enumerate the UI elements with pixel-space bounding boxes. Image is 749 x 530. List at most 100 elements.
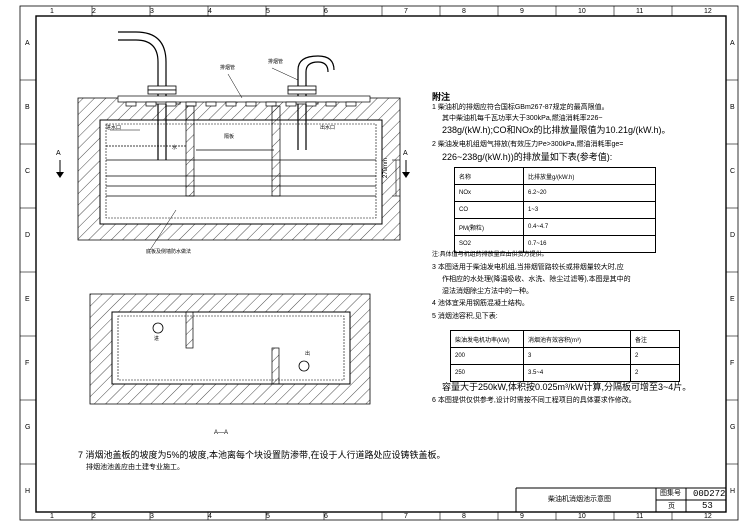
volume-table: 柴油发电机功率(kW) 消烟池有效容积(m³) 备注 200 3 2 250 3… xyxy=(450,330,680,382)
note-6: 6 本图提供仅供参考,设计时需按不同工程项目的具体要求作修改。 xyxy=(432,397,636,404)
emission-cell: CO xyxy=(454,201,524,219)
note-7b: 排烟池池盖应由土建专业施工。 xyxy=(86,464,184,471)
border-number-bottom-9: 9 xyxy=(520,513,524,520)
border-number-top-1: 2 xyxy=(92,8,96,15)
section-mark-left: A xyxy=(56,150,61,157)
border-letter-right-f: F xyxy=(730,360,735,367)
border-letter-right-c: C xyxy=(730,168,736,175)
label-inlet: 进水口 xyxy=(106,125,122,131)
emission-header-name: 名称 xyxy=(454,167,524,185)
note-3a: 3 本图适用于柴油发电机组,当排烟管路较长或排烟量较大时,应 xyxy=(432,264,624,271)
border-number-bottom-12: 12 xyxy=(704,513,712,520)
border-letter-right-d: D xyxy=(730,232,736,239)
emission-row: NOx 6.2~20 xyxy=(454,184,656,202)
emission-cell: NOx xyxy=(454,184,524,202)
volume-row: 250 3.5~4 2 xyxy=(450,364,680,382)
emission-row: SO2 0.7~16 xyxy=(454,235,656,253)
note-2a: 2 柴油发电机组烟气排放(有效压力Pe>300kPa,燃油消耗率ge= xyxy=(432,141,624,148)
label-water: 水 xyxy=(172,145,178,151)
border-letter-left-c: C xyxy=(25,168,31,175)
border-number-bottom-8: 8 xyxy=(462,513,466,520)
border-letter-right-e: E xyxy=(730,296,735,303)
outer-border xyxy=(19,5,739,521)
plan-label-in: 进 xyxy=(154,336,160,342)
page-value: 53 xyxy=(702,501,713,511)
border-letter-right-b: B xyxy=(730,104,735,111)
dimension-270: 270mm xyxy=(383,157,389,178)
border-number-top-8: 8 xyxy=(462,8,466,15)
border-number-top-12: 12 xyxy=(704,8,712,15)
label-pipe: 排烟管 xyxy=(220,65,236,71)
border-number-bottom-4: 4 xyxy=(208,513,212,520)
border-number-top-4: 5 xyxy=(266,8,270,15)
border-number-top-7: 7 xyxy=(404,8,408,15)
volume-cell: 2 xyxy=(630,364,680,382)
border-number-bottom-3: 3 xyxy=(150,513,154,520)
emission-table: 名称 比排放量g/(kW.h) NOx 6.2~20 CO 1~3 PM(颗粒)… xyxy=(454,167,656,253)
emission-cell: PM(颗粒) xyxy=(454,218,524,236)
border-number-top-3: 4 xyxy=(208,8,212,15)
border-letter-left-a: A xyxy=(25,40,30,47)
emission-cell: 1~3 xyxy=(523,201,656,219)
border-letter-left-d: D xyxy=(25,232,31,239)
emission-cell: 6.2~20 xyxy=(523,184,656,202)
emission-header-value: 比排放量g/(kW.h) xyxy=(523,167,656,185)
emission-cell: SO2 xyxy=(454,235,524,253)
emission-row: CO 1~3 xyxy=(454,201,656,219)
page-label: 页 xyxy=(668,503,675,510)
atlas-value: 00D272 xyxy=(693,489,726,499)
section-mark-right: A xyxy=(403,150,408,157)
volume-row: 200 3 2 xyxy=(450,347,680,365)
label-outlet: 出水口 xyxy=(320,125,336,131)
label-partition: 隔板 xyxy=(224,134,235,140)
label-bottom: 底板及侧墙防水做法 xyxy=(146,249,192,255)
note-5b: 容量大于250kW,体积按0.025m³/kW计算,分隔板可增至3~4片。 xyxy=(442,382,692,392)
border-number-bottom-7: 7 xyxy=(404,513,408,520)
label-pipe-right: 排烟管 xyxy=(268,59,284,65)
plan-label-out: 出 xyxy=(305,351,311,357)
border-number-top-2: 3 xyxy=(150,8,154,15)
border-letter-right-h: H xyxy=(730,488,736,495)
notes-heading: 附注 xyxy=(432,92,451,102)
volume-cell: 250 xyxy=(450,364,524,382)
title-block-title: 柴油机消烟池示意图 xyxy=(548,496,611,503)
note-5: 5 消烟池容积,见下表: xyxy=(432,313,498,320)
border-letter-left-b: B xyxy=(25,104,30,111)
border-letter-right-g: G xyxy=(730,424,736,431)
border-number-bottom-2: 2 xyxy=(92,513,96,520)
volume-header-power: 柴油发电机功率(kW) xyxy=(450,330,524,348)
note-3b: 作相应的水处理(降温吸收、水洗、除尘过滤等),本图是其中的 xyxy=(442,276,631,283)
border-number-top-0: 1 xyxy=(50,8,54,15)
note-7a: 7 消烟池盖板的坡度为5%的坡度,本池离每个块设置防渗带,在设于人行道路处应设铸… xyxy=(78,450,446,460)
border-number-bottom-10: 10 xyxy=(578,513,586,520)
section-title: A—A xyxy=(214,430,229,436)
border-number-bottom-5: 5 xyxy=(266,513,270,520)
volume-cell: 200 xyxy=(450,347,524,365)
emission-cell: 0.7~16 xyxy=(523,235,656,253)
border-number-top-10: 10 xyxy=(578,8,586,15)
volume-table-header: 柴油发电机功率(kW) 消烟池有效容积(m³) 备注 xyxy=(450,330,680,348)
atlas-label: 图集号 xyxy=(660,490,681,497)
border-number-top-9: 9 xyxy=(520,8,524,15)
border-letter-left-f: F xyxy=(25,360,30,367)
border-number-bottom-1: 1 xyxy=(50,513,54,520)
border-number-top-5: 6 xyxy=(324,8,328,15)
border-letter-right-a: A xyxy=(730,40,735,47)
volume-cell: 3.5~4 xyxy=(523,364,631,382)
inner-border xyxy=(35,15,727,513)
note-3c: 湿法消烟除尘方法中的一种。 xyxy=(442,288,533,295)
border-number-bottom-11: 11 xyxy=(636,513,644,520)
emission-cell: 0.4~4.7 xyxy=(523,218,656,236)
volume-cell: 2 xyxy=(630,347,680,365)
border-letter-left-h: H xyxy=(25,488,31,495)
border-letter-left-e: E xyxy=(25,296,30,303)
border-ticks xyxy=(20,6,738,520)
note-2b: 226~238g/(kW.h))的排放量如下表(参考值): xyxy=(442,152,613,162)
volume-header-remark: 备注 xyxy=(630,330,680,348)
section-view xyxy=(56,31,410,251)
note-table: 注:具体值与机组的排放量应由供货方提供。 xyxy=(432,252,548,258)
border-letter-left-g: G xyxy=(25,424,31,431)
border-number-top-11: 11 xyxy=(636,8,644,15)
